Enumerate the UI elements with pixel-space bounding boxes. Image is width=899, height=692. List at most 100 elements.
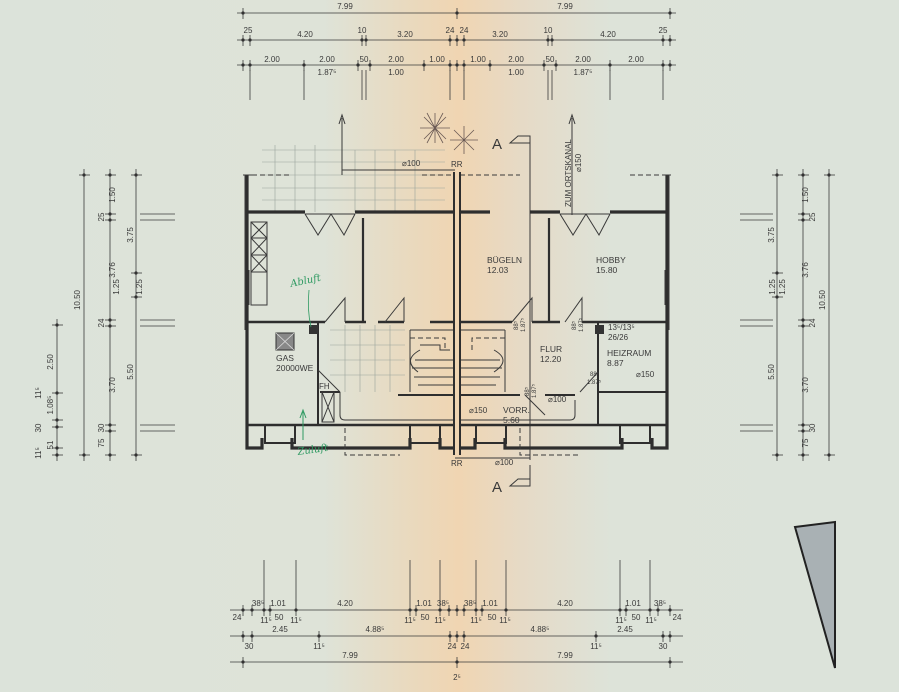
door-width: 88⁵ — [524, 386, 531, 396]
dimension-label-bottom: 11⁵ — [615, 616, 627, 625]
dimension-label-left: 3.76 — [108, 262, 117, 278]
gas-capacity: 20000WE — [276, 363, 314, 373]
section-marker-bottom: A — [492, 465, 531, 496]
pipe-diameter: ⌀100 — [548, 395, 567, 404]
fh-label: FH — [319, 382, 330, 391]
door-width: 88⁵ — [513, 320, 520, 330]
dimension-label-right: 75 — [801, 438, 810, 447]
dimension-label-top: 2.00 — [575, 55, 591, 64]
dimension-label-top: 4.20 — [297, 30, 313, 39]
dimension-label-bottom: 11⁵ — [499, 616, 511, 625]
room-vorraum: VORR. 5.60 — [503, 405, 530, 425]
dimension-label-left: 75 — [97, 438, 106, 447]
flue-size: 26/26 — [608, 333, 629, 342]
dimension-label-left: 1.25 — [135, 279, 144, 295]
dimension-label-right: 25 — [808, 212, 817, 221]
dimension-label-top: 24 — [460, 26, 469, 35]
dimension-label-left: 30 — [34, 423, 43, 432]
dimension-label-top: 2.00 — [264, 55, 280, 64]
dimension-label-bottom: 24 — [233, 613, 242, 622]
section-marker-top: A — [492, 135, 531, 460]
dimension-label-bottom: 1.01 — [482, 599, 498, 608]
dimension-label-top: 3.20 — [492, 30, 508, 39]
gas-boiler — [275, 332, 295, 351]
dimension-label-left: 1.25 — [112, 279, 121, 295]
dimension-label-bottom: 4.88⁵ — [531, 625, 550, 634]
dimension-label-left: 1.50 — [108, 187, 117, 203]
dimension-label-right: 1.25 — [768, 279, 777, 295]
dimension-label-left: 24 — [97, 318, 106, 327]
room-flur: FLUR 12.20 — [540, 344, 562, 364]
room-name: HOBBY — [596, 255, 626, 265]
dimension-label-bottom: 11⁵ — [290, 616, 302, 625]
dimension-label-top: 24 — [446, 26, 455, 35]
dimension-label-bottom: 2.45 — [272, 625, 288, 634]
chimney-right — [595, 325, 604, 334]
dimension-label-top: 7.99 — [337, 2, 353, 11]
dimension-label-left: 2.50 — [46, 354, 55, 370]
room-name: BÜGELN — [487, 255, 522, 265]
dimension-label-right: 3.75 — [767, 227, 776, 243]
dimension-label-top: 7.99 — [557, 2, 573, 11]
dimension-label-bottom: 50 — [275, 613, 284, 622]
dimension-label-bottom: 1.01 — [625, 599, 641, 608]
room-name: VORR. — [503, 405, 530, 415]
door-width: 88⁵ — [590, 371, 600, 378]
room-hobby: HOBBY 15.80 — [596, 255, 626, 275]
dimension-label-left: 30 — [97, 423, 106, 432]
door-width: 88⁵ — [571, 320, 578, 330]
room-area: 12.20 — [540, 354, 562, 364]
pipe-diameter: ⌀150 — [469, 406, 488, 415]
staircase-left — [330, 325, 453, 392]
dimension-label-bottom: 11⁵ — [313, 642, 325, 651]
dimension-label-bottom: 24 — [673, 613, 682, 622]
dimension-label-bottom: 38⁵ — [437, 599, 449, 608]
dimension-label-bottom: 4.20 — [557, 599, 573, 608]
dimension-label-left: 25 — [97, 212, 106, 221]
dimension-label-top: 10 — [358, 26, 367, 35]
door-height: 1.87⁵ — [531, 383, 538, 398]
dimension-label-left: 3.75 — [126, 227, 135, 243]
dimension-label-top: 50 — [546, 55, 555, 64]
dimension-label-bottom: 30 — [659, 642, 668, 651]
handwritten-abluft: Abluft — [288, 273, 323, 291]
dimension-label-bottom: 30 — [245, 642, 254, 651]
dimension-label-top: 1.87⁵ — [574, 68, 593, 77]
section-label: A — [492, 479, 502, 496]
rr-label: RR — [451, 160, 463, 169]
dimension-label-bottom: 11⁵ — [470, 616, 482, 625]
dimension-label-right: 3.70 — [801, 377, 810, 393]
room-name: HEIZRAUM — [607, 348, 651, 358]
dimension-label-bottom: 24 — [448, 642, 457, 651]
dimension-label-top: 10 — [544, 26, 553, 35]
staircase-right — [461, 329, 506, 392]
dimension-label-bottom: 38⁵ — [252, 599, 264, 608]
dimension-label-left: 51 — [46, 440, 55, 449]
dimension-label-left: 11⁵ — [34, 387, 43, 399]
pipe-line-arrows — [338, 113, 576, 459]
dimension-label-bottom: 1.01 — [416, 599, 432, 608]
doors — [304, 213, 611, 416]
dimension-label-top: 25 — [244, 26, 253, 35]
dimension-label-top: 1.00 — [388, 68, 404, 77]
dimension-label-top: 3.20 — [397, 30, 413, 39]
dimension-label-bottom: 4.88⁵ — [366, 625, 385, 634]
dimension-label-left: 10.50 — [73, 289, 82, 310]
handwritten-zuluft: Zuluft — [296, 443, 330, 458]
dimension-label-bottom: 1.01 — [270, 599, 286, 608]
dimension-label-bottom: 11⁵ — [434, 616, 446, 625]
pipe-diameter: ⌀150 — [574, 153, 583, 172]
dimension-label-bottom: 2.45 — [617, 625, 633, 634]
dimension-label-top: 4.20 — [600, 30, 616, 39]
door-height: 1.87⁵ — [578, 317, 585, 332]
scale-triangle — [793, 520, 836, 669]
pipe-diameter: ⌀100 — [402, 159, 421, 168]
room-buegeln: BÜGELN 12.03 — [487, 255, 522, 275]
rr-label: RR — [451, 459, 463, 468]
dimension-label-bottom: 2⁵ — [453, 673, 461, 682]
dimension-label-top: 50 — [360, 55, 369, 64]
flue-size: 13⁵/13⁵ — [608, 323, 635, 332]
room-area: 5.60 — [503, 415, 520, 425]
dimension-labels: 7.99 7.99 25 4.20 10 3.20 24 24 3.20 10 4.20 25 2.00… — [34, 2, 827, 682]
